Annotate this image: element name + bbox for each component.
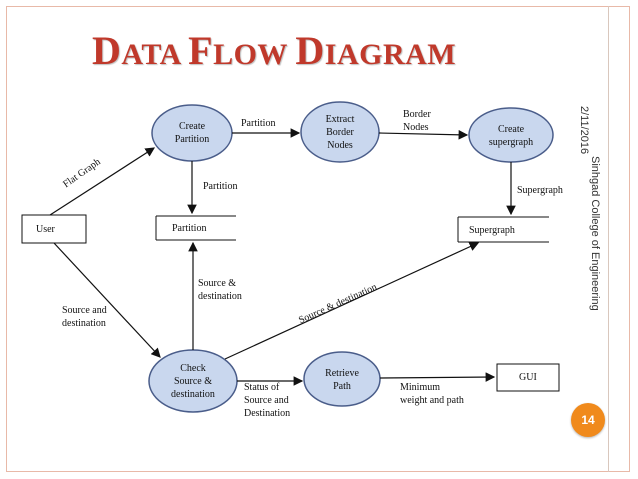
flow-source-dest-diag	[224, 242, 480, 360]
sidebar-divider	[608, 6, 609, 472]
flow-flat-graph	[49, 147, 156, 216]
process-retrieve-path	[303, 351, 381, 407]
page-number-badge: 14	[571, 403, 605, 437]
entity-gui	[496, 363, 560, 392]
flow-supergraph-down-label: Supergraph	[517, 185, 563, 196]
store-partition	[155, 215, 236, 241]
flow-border-nodes	[378, 130, 469, 140]
process-extract-border	[300, 101, 380, 163]
entity-gui-label: GUI	[519, 372, 537, 383]
flow-partition-top-label: Partition	[241, 118, 276, 129]
entity-user-label: User	[36, 224, 55, 235]
flow-minimum	[379, 372, 496, 382]
slide-title: DATA FLOW DIAGRAM	[92, 28, 457, 73]
flow-partition-down-label: Partition	[203, 181, 238, 192]
flow-source-dest-up-label: Source &destination	[198, 278, 242, 302]
store-supergraph	[457, 216, 549, 243]
store-partition-label: Partition	[172, 223, 207, 234]
entity-user	[21, 214, 87, 244]
store-supergraph-label: Supergraph	[469, 225, 515, 236]
slide-frame	[6, 6, 630, 472]
flow-source-and-destination	[53, 242, 161, 358]
